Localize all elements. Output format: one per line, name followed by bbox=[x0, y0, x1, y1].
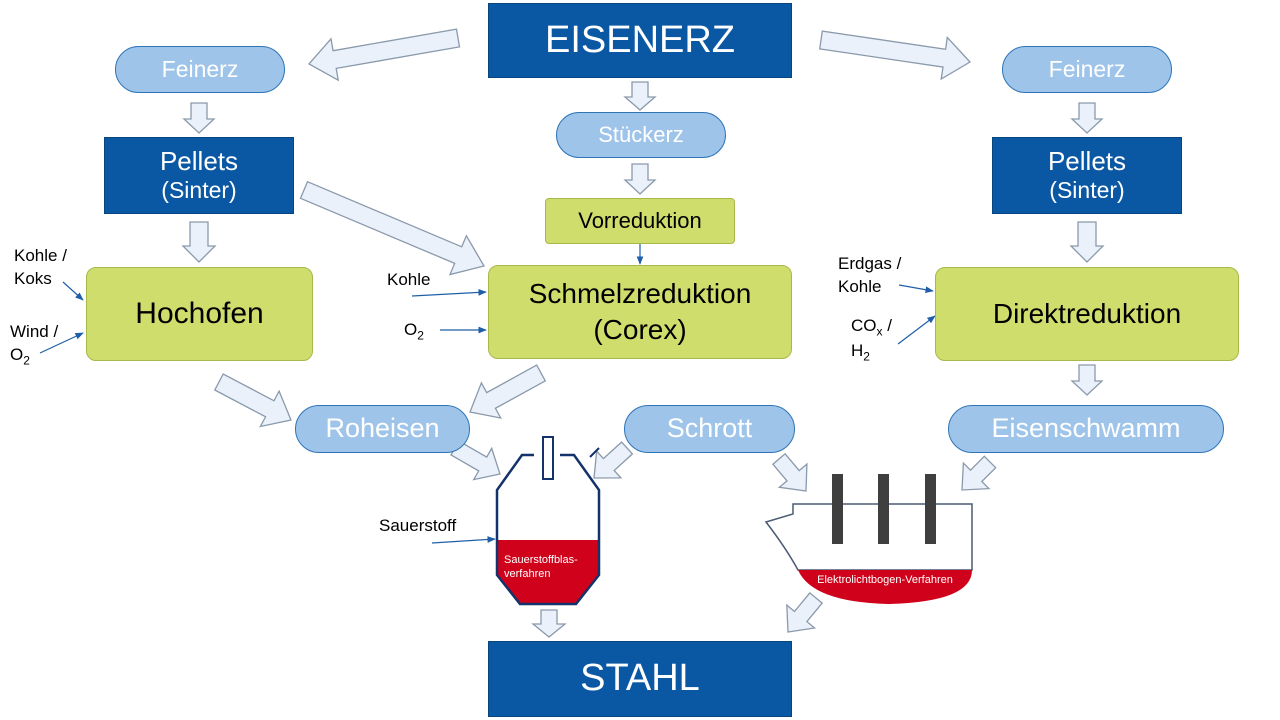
vorreduktion-label: Vorreduktion bbox=[578, 208, 702, 234]
arrow-eaf-to-stahl bbox=[786, 591, 824, 633]
input-label-kohle-koks: Kohle / Koks bbox=[14, 245, 67, 291]
electrode-3 bbox=[925, 474, 936, 544]
arrow-eisenerz-to-stueckerz bbox=[623, 81, 657, 111]
stahl-label: STAHL bbox=[580, 657, 700, 700]
pellets-right-box: Pellets (Sinter) bbox=[992, 137, 1182, 214]
arrow-eisenerz-to-feinerz-right bbox=[818, 30, 972, 81]
converter-outline bbox=[495, 453, 601, 606]
arrow-pellets-to-direktreduktion bbox=[1069, 221, 1105, 263]
input-kohle-koks-line2: Koks bbox=[14, 268, 52, 288]
pellets-right-line2: (Sinter) bbox=[1049, 177, 1125, 204]
stahl-box: STAHL bbox=[488, 641, 792, 717]
input-label-wind-o2: Wind / O2 bbox=[10, 321, 58, 369]
bof-process-label: Sauerstoffblas-verfahren bbox=[504, 554, 578, 580]
arrow-eisenerz-to-feinerz-left bbox=[307, 28, 461, 82]
vorreduktion-box: Vorreduktion bbox=[545, 198, 735, 244]
stueckerz-node: Stückerz bbox=[556, 112, 726, 158]
direktreduktion-box: Direktreduktion bbox=[935, 267, 1239, 361]
eaf-shell bbox=[764, 503, 973, 571]
electrode-1 bbox=[832, 474, 843, 544]
pellets-left-line1: Pellets bbox=[159, 146, 239, 177]
input-arrow-wind-o2 bbox=[39, 332, 84, 354]
roheisen-node: Roheisen bbox=[295, 405, 470, 453]
schmelzreduktion-line1: Schmelzreduktion bbox=[528, 277, 752, 309]
arrow-pellets-to-schmelzreduktion bbox=[299, 180, 485, 276]
input-kohle-line2: Kohle bbox=[838, 276, 882, 296]
eisenschwamm-label: Eisenschwamm bbox=[991, 413, 1181, 444]
roheisen-label: Roheisen bbox=[325, 413, 440, 444]
arrow-schmelzreduktion-to-roheisen bbox=[469, 364, 547, 419]
arrow-schrott-to-eaf bbox=[771, 452, 808, 492]
electrode-2 bbox=[878, 474, 889, 544]
oxygen-converter-vessel bbox=[495, 436, 601, 606]
direktreduktion-label: Direktreduktion bbox=[992, 297, 1182, 329]
feinerz-left-label: Feinerz bbox=[161, 56, 239, 83]
input-sauerstoff-text: Sauerstoff bbox=[379, 516, 457, 535]
schmelzreduktion-line2: (Corex) bbox=[593, 314, 687, 345]
input-wind-line1: Wind / bbox=[10, 322, 59, 341]
flow-arrows bbox=[181, 28, 1105, 638]
eaf-process-label: Elektrolichtbogen-Verfahren bbox=[817, 574, 953, 586]
arrow-eisenschwamm-to-eaf bbox=[961, 455, 997, 491]
arrow-feinerz-to-pellets-right bbox=[1070, 102, 1104, 134]
input-arrow-erdgas-kohle bbox=[898, 284, 934, 293]
input-label-cox-h2: COx / H2 bbox=[851, 315, 892, 364]
input-label-o2-corex: O2 bbox=[404, 320, 424, 343]
eaf-melt bbox=[798, 570, 972, 604]
stueckerz-label: Stückerz bbox=[598, 122, 684, 148]
eisenerz-label: EISENERZ bbox=[544, 18, 736, 61]
schrott-node: Schrott bbox=[624, 405, 795, 453]
feinerz-right-label: Feinerz bbox=[1048, 56, 1126, 83]
scrap-chute-mark bbox=[589, 447, 600, 458]
input-cox-line1: COx / bbox=[851, 316, 892, 339]
schmelzreduktion-box: Schmelzreduktion (Corex) bbox=[488, 265, 792, 359]
converter-melt bbox=[497, 540, 599, 604]
input-kohle-koks-line1: Kohle / bbox=[14, 246, 67, 265]
eisenschwamm-node: Eisenschwamm bbox=[948, 405, 1224, 453]
electric-arc-furnace bbox=[764, 474, 973, 604]
arrow-pellets-to-hochofen bbox=[181, 221, 217, 263]
hochofen-label: Hochofen bbox=[135, 296, 264, 330]
arrow-stueckerz-to-vorreduktion bbox=[623, 163, 657, 195]
input-arrow-sauerstoff bbox=[431, 536, 496, 544]
eisenerz-box: EISENERZ bbox=[488, 3, 792, 78]
oxygen-lance bbox=[542, 436, 554, 480]
input-arrows bbox=[39, 244, 936, 544]
pellets-left-line2: (Sinter) bbox=[161, 177, 237, 204]
feinerz-left-node: Feinerz bbox=[115, 46, 285, 93]
input-arrow-kohle-corex bbox=[411, 289, 487, 297]
arrow-converter-to-stahl bbox=[531, 609, 567, 638]
arrow-schrott-to-converter bbox=[593, 441, 634, 479]
input-erdgas-line1: Erdgas / bbox=[838, 254, 902, 273]
arrow-direktreduktion-to-eisenschwamm bbox=[1070, 364, 1104, 396]
input-arrow-kohle-koks bbox=[62, 281, 84, 301]
input-o2-line2: O2 bbox=[10, 344, 30, 368]
feinerz-right-node: Feinerz bbox=[1002, 46, 1172, 93]
input-label-erdgas-kohle: Erdgas / Kohle bbox=[838, 253, 901, 299]
input-arrow-cox-h2 bbox=[897, 315, 936, 345]
input-label-sauerstoff: Sauerstoff bbox=[379, 515, 456, 538]
arrow-hochofen-to-roheisen bbox=[213, 373, 292, 428]
schrott-label: Schrott bbox=[666, 413, 753, 444]
input-kohle-corex-text: Kohle bbox=[387, 270, 431, 289]
input-h2-line2: H2 bbox=[851, 340, 870, 363]
input-label-kohle-corex: Kohle bbox=[387, 269, 430, 292]
pellets-right-line1: Pellets bbox=[1047, 146, 1127, 177]
arrow-feinerz-to-pellets-left bbox=[182, 102, 216, 134]
hochofen-box: Hochofen bbox=[86, 267, 313, 361]
pellets-left-box: Pellets (Sinter) bbox=[104, 137, 294, 214]
